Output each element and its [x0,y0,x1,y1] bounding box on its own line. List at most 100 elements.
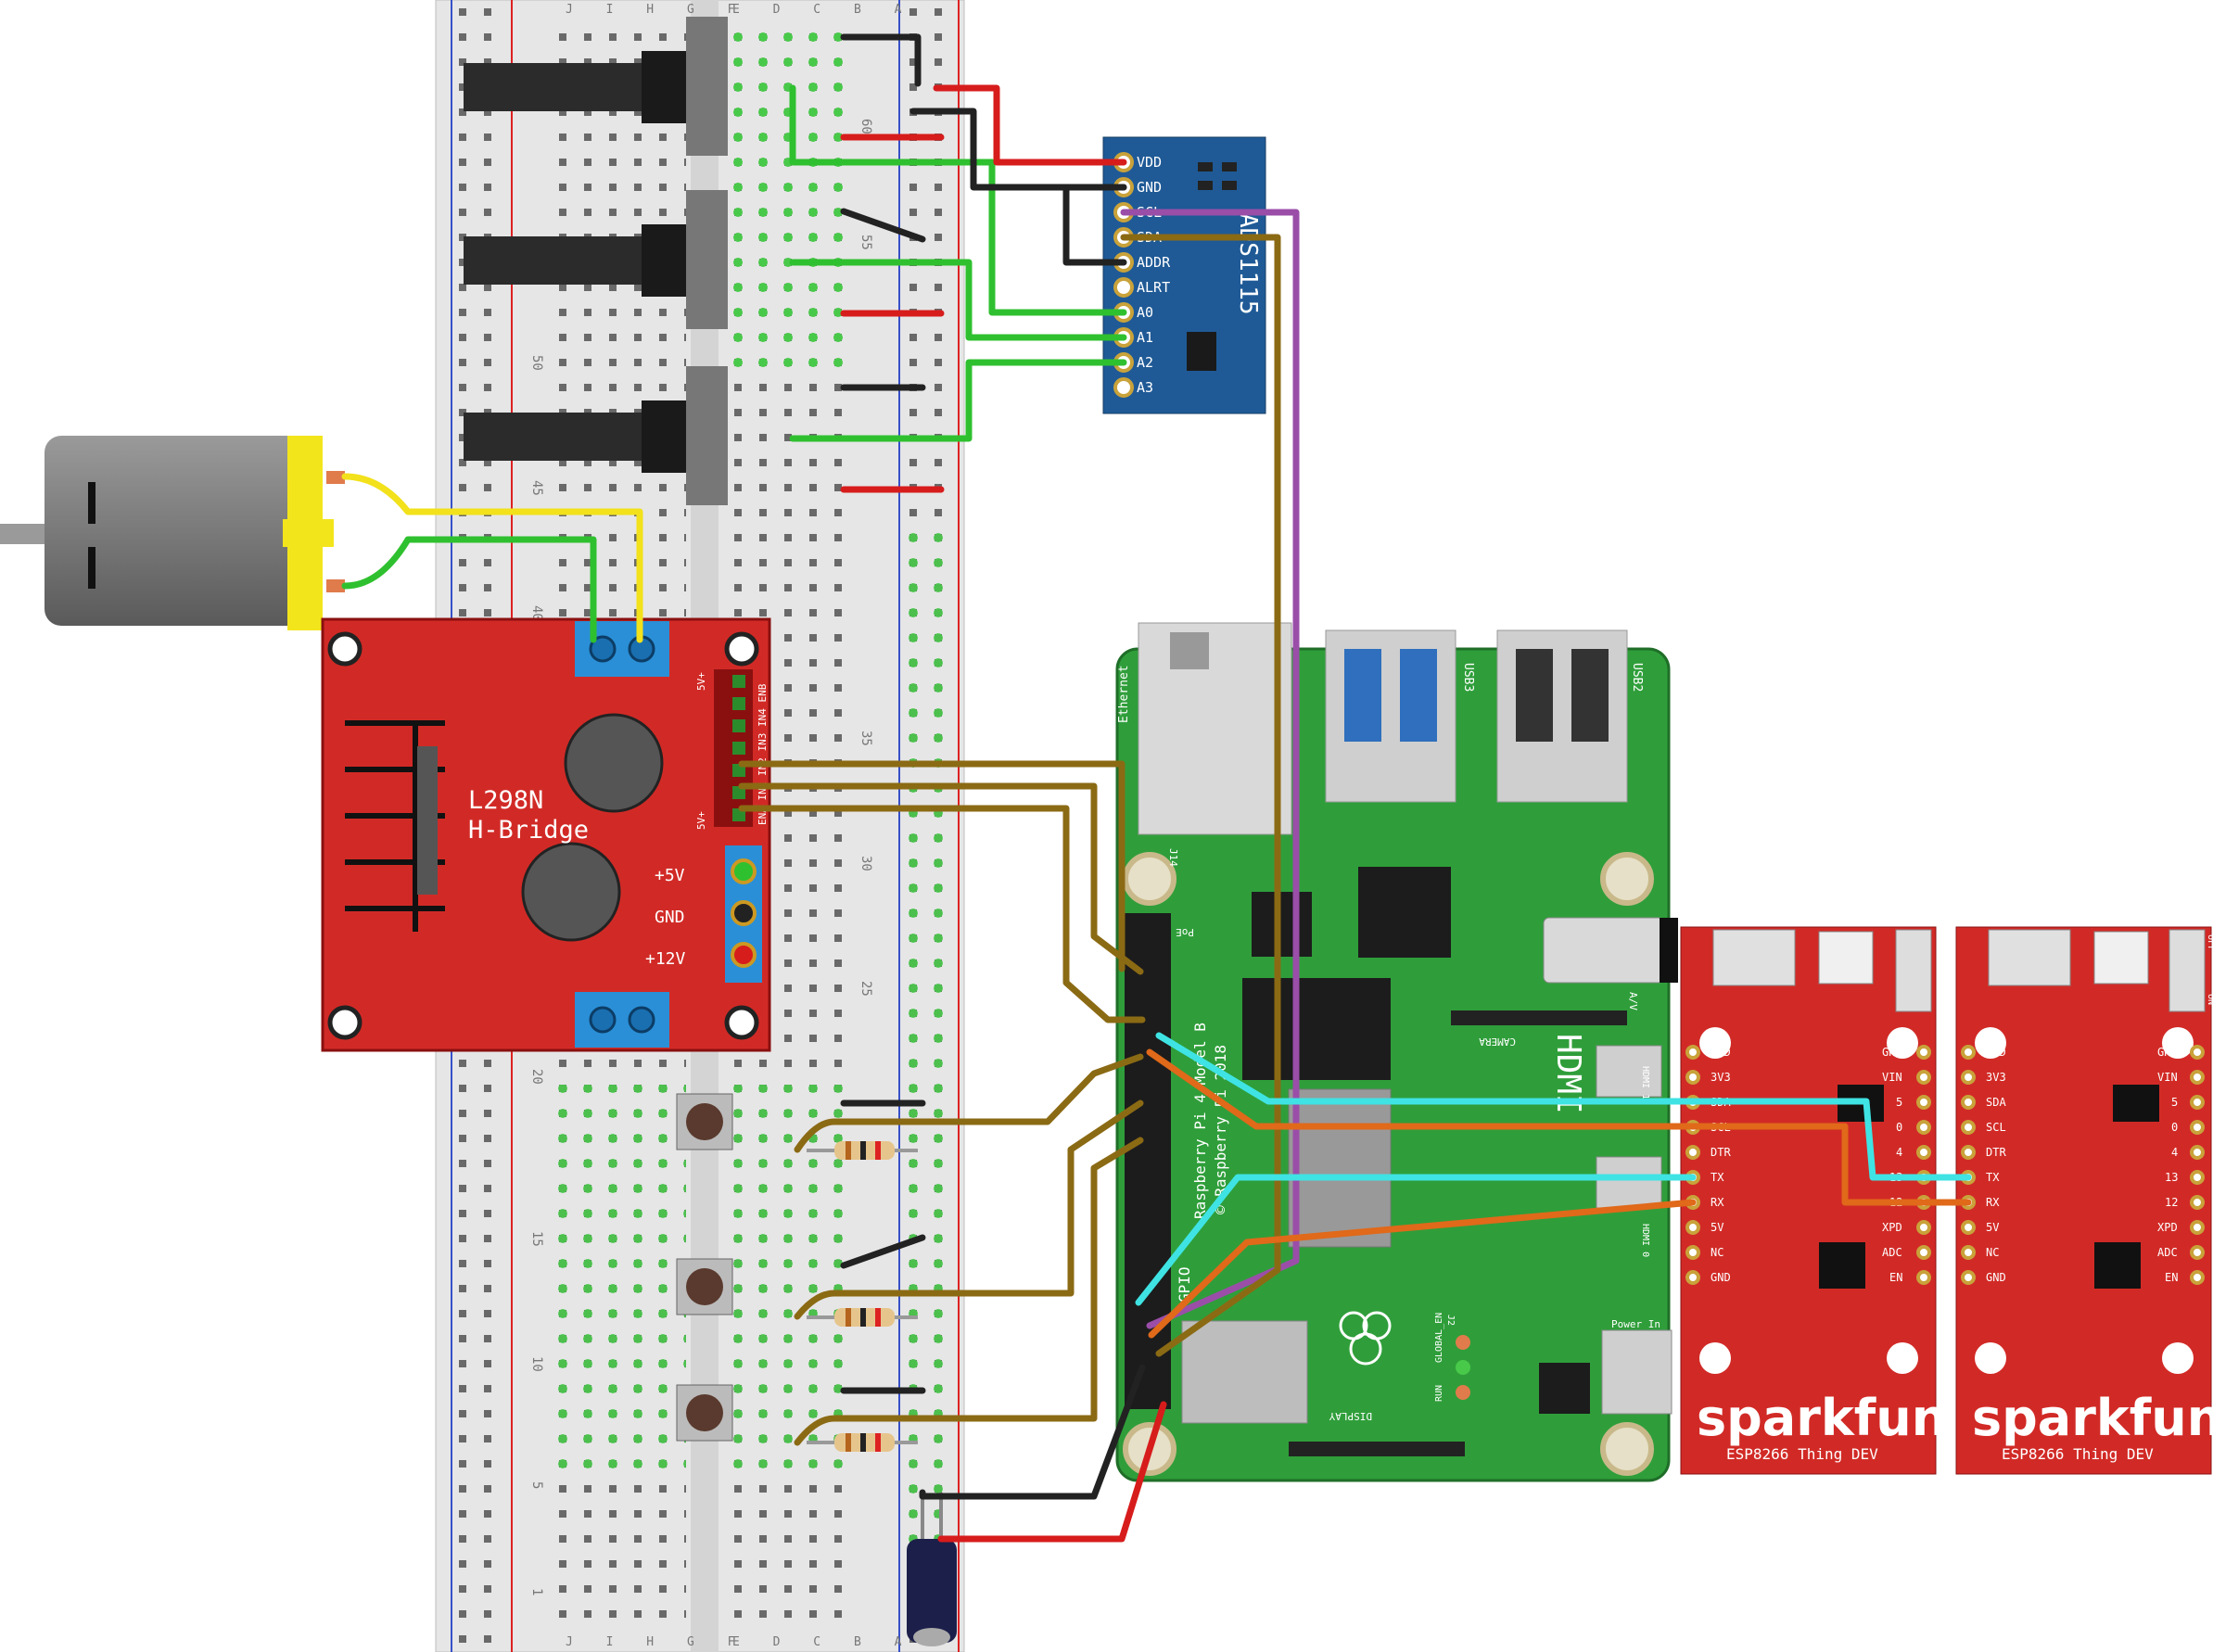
esp2-right-pin-3: 0 [2171,1121,2178,1134]
esp2-right-pin-4: 4 [2171,1146,2178,1159]
hdr-5v-top: 5V+ [695,672,707,691]
esp2-left-pin-3: SCL [1986,1121,2006,1134]
model-label: Raspberry Pi 4 Model B [1191,1023,1209,1219]
esp1-on: ON [1935,994,1945,1005]
ads-pin-a0: A0 [1137,304,1153,321]
hdr-signal-labels: ENA IN1 IN2 IN3 IN4 ENB [757,683,769,825]
wires [341,33,1972,1543]
esp1-left-pin-8: NC [1711,1246,1723,1259]
usb2-label: USB2 [1630,663,1644,692]
ads-pin-alrt: ALRT [1137,279,1170,296]
wire-pot1-a0 [789,84,1127,316]
esp2-left-pin-2: SDA [1986,1096,2006,1109]
push-button-3 [676,1384,733,1442]
row-45: 45 [529,480,544,496]
wire-ads-gnd [909,108,1127,191]
esp2-left-pin-1: 3V3 [1986,1071,2006,1084]
potentiometer-3 [464,366,728,505]
usb3-label: USB3 [1461,663,1475,692]
row-60: 60 [858,119,873,134]
j2-label: J2 [1445,1315,1456,1326]
esp1-right-pin-3: 0 [1896,1121,1902,1134]
ads-pin-gnd: GND [1137,179,1162,196]
ethernet-label: Ethernet [1117,665,1131,723]
esp1-right-pin-0: GND [1882,1046,1902,1059]
j14-label: J14 [1167,848,1179,867]
capacitor [907,1493,957,1646]
wire-btn3 [794,1137,1144,1446]
row-50: 50 [529,355,544,371]
av-label: A/V [1627,992,1639,1010]
esp1-right-pin-4: 4 [1896,1146,1902,1159]
ads-pin-a3: A3 [1137,379,1153,396]
esp1-left-pin-6: RX [1711,1196,1724,1209]
wire-pi-rx-cyan [1135,1174,1697,1306]
hbridge-title-2: H-Bridge [468,816,589,845]
row-35: 35 [858,731,873,746]
ads-title: ADS1115 [1234,213,1262,315]
wire-pot2-a1 [789,259,1127,341]
wire-pi-tx-cyan [1155,1032,1972,1181]
esp2-right-pin-2: 5 [2171,1096,2178,1109]
jumper-black-5 [840,1234,926,1269]
global-en-label: GLOBAL_EN [1434,1313,1444,1363]
resistor-2 [807,1308,918,1327]
gpio-label: GPIO [1176,1266,1193,1303]
esp2-left-pin-9: GND [1986,1271,2006,1284]
hdmi1-label: HDMI 1 [1640,1066,1650,1099]
wire-btn2 [794,1099,1144,1320]
esp2-right-pin-8: ADC [2157,1246,2178,1259]
esp2-on: ON [2206,994,2213,1005]
resistor-3 [807,1433,918,1452]
esp2-right-pin-7: XPD [2157,1221,2178,1234]
hbridge-title-1: L298N [468,786,543,815]
esp1-left-pin-7: 5V [1711,1221,1723,1234]
row-40: 40 [529,605,544,621]
poe-label: PoE [1176,926,1194,938]
wire-motor-yellow [341,473,643,643]
esp2-left-pin-6: RX [1986,1196,2000,1209]
pin-5v-label: +5V [655,866,685,885]
display-label: DISPLAY [1329,1410,1372,1422]
cols-left-top: J I H G F [566,3,747,17]
cols-right-bottom: E D C B A [732,1635,914,1649]
wire-btn1 [794,1053,1144,1153]
esp2-right-pin-5: 13 [2165,1171,2178,1184]
row-30: 30 [858,856,873,871]
esp2-off: OFF [2206,934,2213,951]
row-1: 1 [529,1588,544,1595]
raspberry-logo-icon [1339,1311,1392,1366]
esp2-left-pin-0: GND [1986,1046,2006,1059]
row-55: 55 [858,235,873,250]
ads1115-board: VDD GND SCL SDA ADDR ALRT A0 A1 A2 A3 AD… [1102,136,1266,414]
esp2-right-pin-6: 12 [2165,1196,2178,1209]
push-button-1 [676,1093,733,1150]
wire-ads-addr [1062,184,1127,266]
camera-label: CAMERA [1479,1036,1516,1048]
potentiometer-1 [464,17,728,156]
hdr-5v-bottom: 5V+ [695,811,707,830]
wire-ads-scl [1120,209,1300,1329]
row-10: 10 [529,1356,544,1372]
wire-pi-orange-2 [1148,1199,1697,1339]
raspberry-pi-board: Ethernet USB3 USB2 Raspberry Pi 4 Model … [1115,622,1678,1482]
esp1-brand: sparkfun [1697,1389,1947,1447]
esp8266-board-2: OFF ON GND 3V3 SDA SCL DTR TX RX 5V NC G… [1955,926,2213,1475]
esp2-left-pin-8: NC [1986,1246,1999,1259]
hdmi0-label: HDMI 0 [1640,1224,1650,1257]
ads-pin-a1: A1 [1137,329,1153,346]
wire-pi-orange-1 [1146,1048,1972,1206]
esp1-right-pin-8: ADC [1882,1246,1902,1259]
esp1-left-pin-0: GND [1711,1046,1731,1059]
wire-hb-in1 [738,760,1126,972]
row-25: 25 [858,981,873,997]
run-label: RUN [1434,1385,1444,1402]
power-in-label: Power In [1611,1318,1660,1330]
wire-ads-vdd [933,84,1127,166]
wire-cap-red [937,1401,1167,1543]
wire-hb-in2 [738,782,1144,975]
esp1-right-pin-1: VIN [1882,1071,1902,1084]
cols-right-top: E D C B A [732,3,914,17]
esp1-off: OFF [1935,934,1945,951]
copyright-label: © Raspberry Pi 2018 [1212,1045,1229,1214]
